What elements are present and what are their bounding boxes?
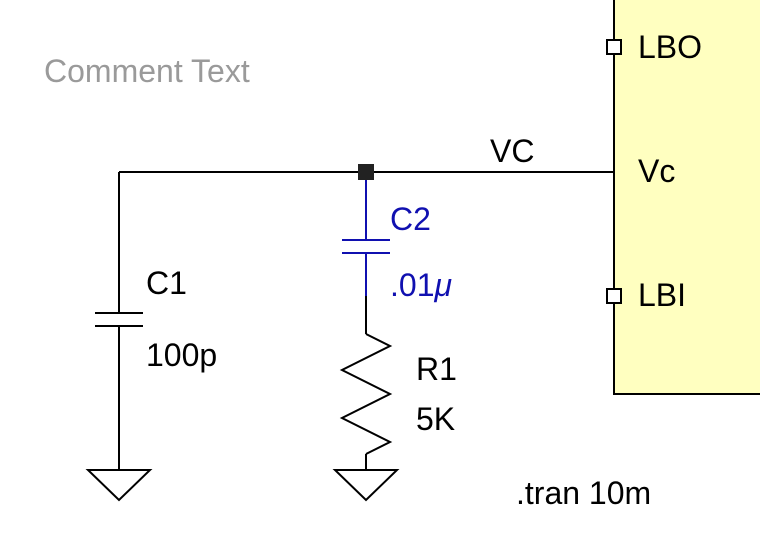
comment-text[interactable]: Comment Text xyxy=(44,53,250,89)
capacitor-c2[interactable] xyxy=(342,180,390,296)
ground-icon xyxy=(85,469,153,502)
c1-ref-label[interactable]: C1 xyxy=(146,265,187,301)
resistor-r1[interactable] xyxy=(339,296,393,470)
pin-vc-label: Vc xyxy=(638,153,675,189)
spice-directive[interactable]: .tran 10m xyxy=(516,475,651,511)
pin-lbo-label: LBO xyxy=(638,29,702,65)
ic-body[interactable] xyxy=(613,0,760,395)
c2-ref-label[interactable]: C2 xyxy=(390,201,431,237)
pin-lbi-label: LBI xyxy=(638,277,686,313)
vc-net-label[interactable]: VC xyxy=(490,133,534,169)
ground-icon xyxy=(332,469,400,502)
pin-lbi-marker[interactable] xyxy=(606,288,622,304)
pin-lbo-marker[interactable] xyxy=(606,39,622,55)
r1-zigzag xyxy=(339,333,393,455)
c2-value-label[interactable]: .01μ xyxy=(390,267,452,303)
c1-value-label[interactable]: 100p xyxy=(146,337,217,373)
capacitor-c1[interactable] xyxy=(95,172,143,470)
junction-dot xyxy=(358,164,374,180)
r1-ref-label[interactable]: R1 xyxy=(416,351,457,387)
r1-value-label[interactable]: 5K xyxy=(416,401,455,437)
